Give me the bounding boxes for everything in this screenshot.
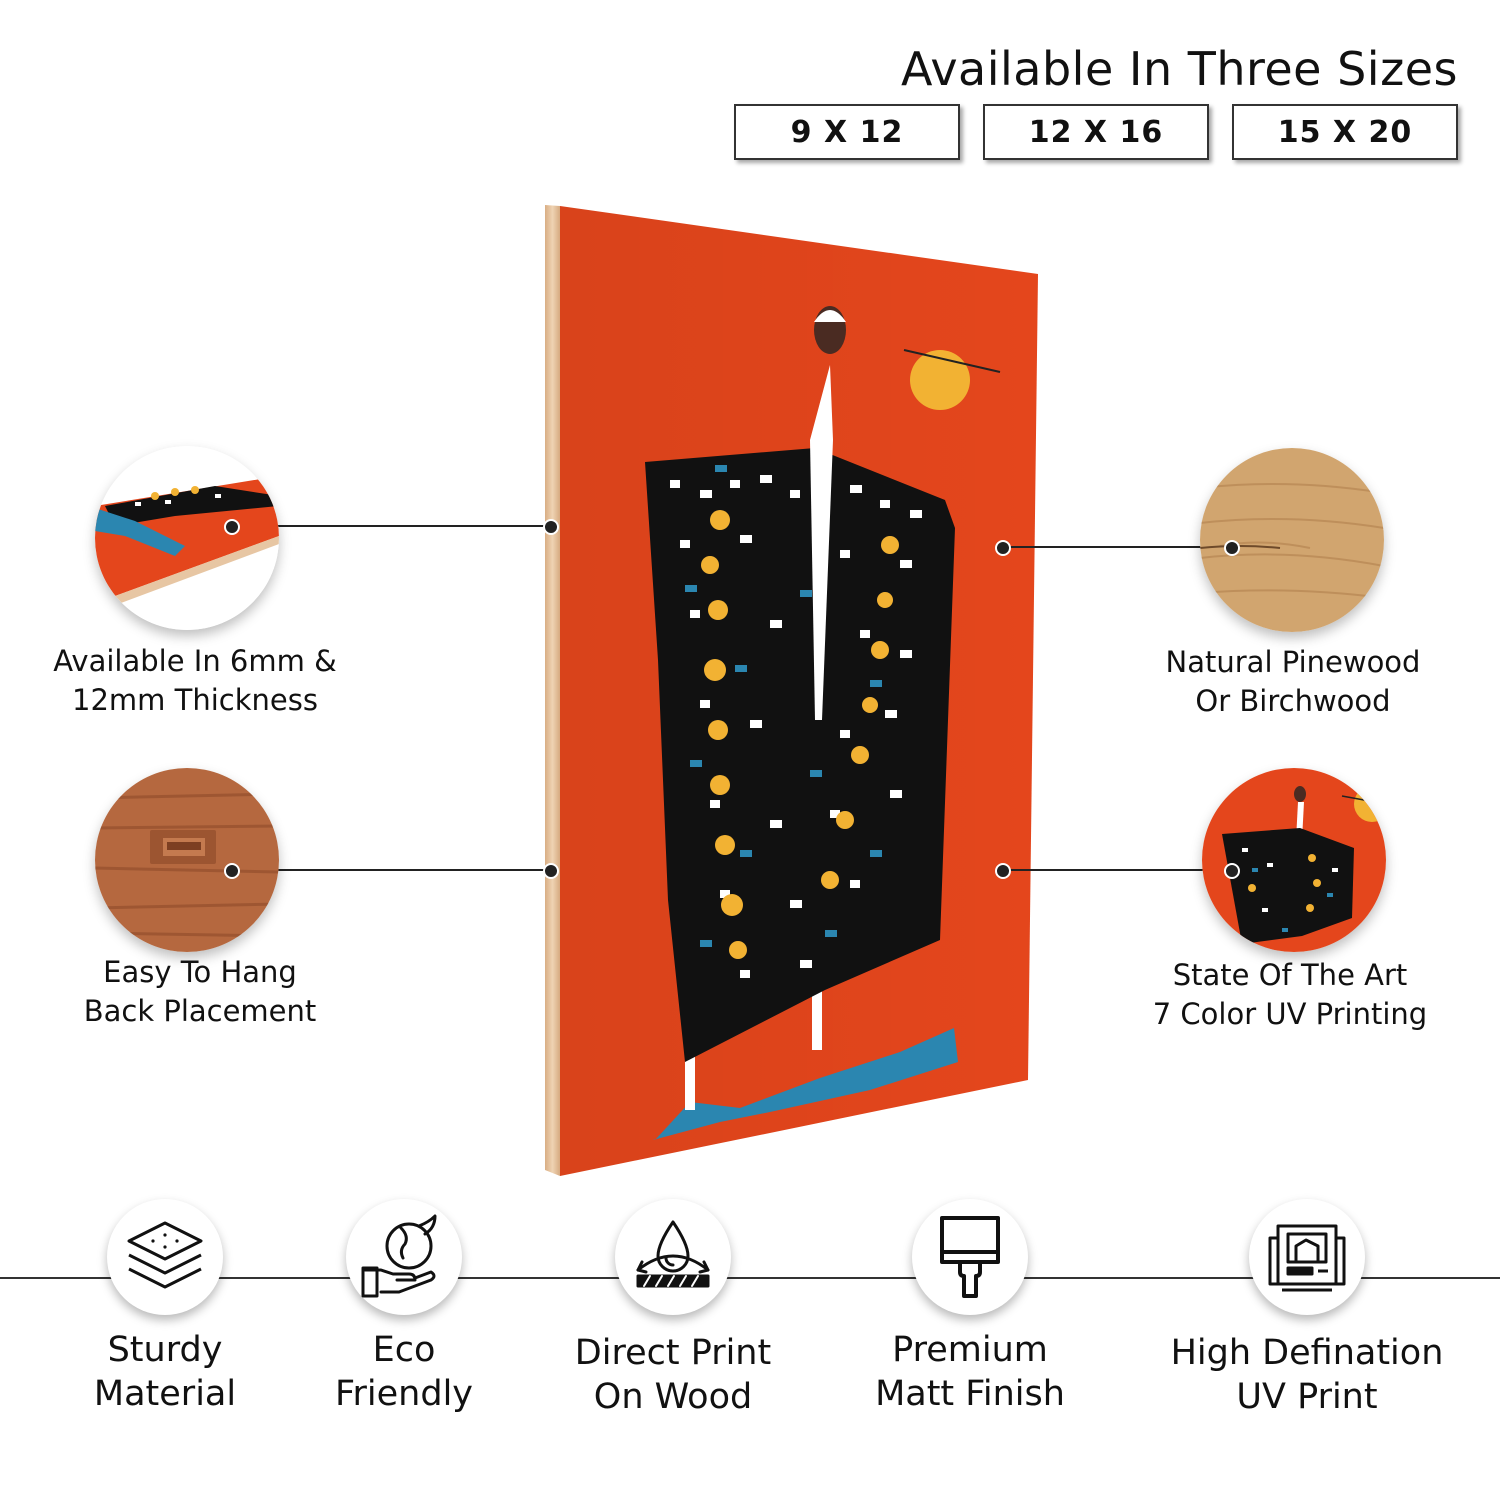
size-option-12x16[interactable]: 12 X 16 xyxy=(983,104,1209,160)
sizes-heading: Available In Three Sizes xyxy=(901,42,1458,96)
printing-leader-line xyxy=(1002,869,1230,871)
size-option-9x12[interactable]: 9 X 12 xyxy=(734,104,960,160)
hang-label-line1: Easy To Hang xyxy=(103,955,297,989)
feature-direct-print-label: Direct Print On Wood xyxy=(523,1331,823,1419)
wood-grain-icon xyxy=(1200,448,1384,632)
feature-direct-print-line1: Direct Print xyxy=(574,1333,772,1373)
printing-panel-dot xyxy=(995,863,1011,879)
wood-panel-dot xyxy=(995,540,1011,556)
printing-dot xyxy=(1224,863,1240,879)
wood-leader-line xyxy=(1002,546,1230,548)
print-detail-icon xyxy=(1202,768,1386,952)
thickness-label-line2: 12mm Thickness xyxy=(72,683,318,717)
wood-edge-icon xyxy=(95,446,279,630)
feature-premium-line2: Matt Finish xyxy=(875,1374,1065,1414)
size-option-15x20[interactable]: 15 X 20 xyxy=(1232,104,1458,160)
wood-label-line1: Natural Pinewood xyxy=(1165,645,1421,679)
thickness-leader-line xyxy=(232,525,550,527)
feature-baseline xyxy=(0,1277,1500,1279)
hang-label: Easy To Hang Back Placement xyxy=(30,953,370,1031)
hanger-icon xyxy=(95,768,279,952)
feature-sturdy-line1: Sturdy xyxy=(107,1330,223,1370)
feature-hd-line2: UV Print xyxy=(1236,1377,1378,1417)
layers-icon xyxy=(107,1199,223,1315)
wood-label-line2: Or Birchwood xyxy=(1195,684,1391,718)
feature-hd-line1: High Defination xyxy=(1170,1333,1444,1373)
hang-label-line2: Back Placement xyxy=(83,994,317,1028)
printing-label-line1: State Of The Art xyxy=(1172,958,1408,992)
wood-label: Natural Pinewood Or Birchwood xyxy=(1120,643,1466,721)
feature-sturdy-line2: Material xyxy=(93,1374,237,1414)
thickness-panel-dot xyxy=(543,519,559,535)
printer-icon xyxy=(1249,1199,1365,1315)
feature-sturdy-label: Sturdy Material xyxy=(15,1328,315,1416)
feature-eco-label: Eco Friendly xyxy=(254,1328,554,1416)
thickness-label-line1: Available In 6mm & xyxy=(53,644,337,678)
printing-label-line2: 7 Color UV Printing xyxy=(1152,997,1428,1031)
feature-direct-print-line2: On Wood xyxy=(593,1377,753,1417)
feature-premium-label: Premium Matt Finish xyxy=(820,1328,1120,1416)
printing-label: State Of The Art 7 Color UV Printing xyxy=(1120,956,1460,1034)
paint-brush-icon xyxy=(912,1199,1028,1315)
feature-premium-line1: Premium xyxy=(892,1330,1048,1370)
hang-panel-dot xyxy=(543,863,559,879)
eco-hand-icon xyxy=(346,1199,462,1315)
feature-eco-line2: Friendly xyxy=(334,1374,474,1414)
water-drop-icon xyxy=(615,1199,731,1315)
hang-leader-line xyxy=(232,869,550,871)
wood-dot xyxy=(1224,540,1240,556)
thickness-dot xyxy=(224,519,240,535)
feature-eco-line1: Eco xyxy=(372,1330,436,1370)
feature-hd-label: High Defination UV Print xyxy=(1157,1331,1457,1419)
wood-art-panel xyxy=(545,205,1038,1176)
thickness-label: Available In 6mm & 12mm Thickness xyxy=(30,642,360,720)
hang-dot xyxy=(224,863,240,879)
